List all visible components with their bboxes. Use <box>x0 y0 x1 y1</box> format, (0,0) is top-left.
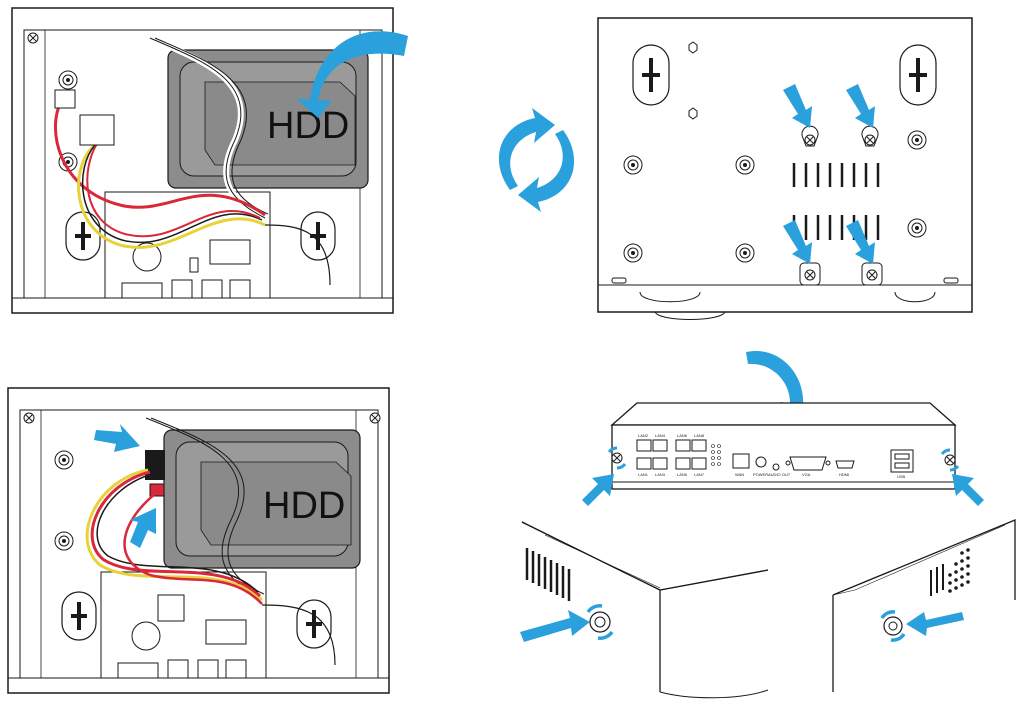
port-label-lan3: LAN3 <box>655 472 666 477</box>
port-label-lan7: LAN7 <box>694 472 705 477</box>
screw-icon <box>804 269 816 281</box>
standoff-icon <box>58 70 78 90</box>
vga-port <box>789 456 827 471</box>
standoff-icon <box>54 450 74 470</box>
standoff-icon <box>623 243 643 263</box>
panel-step2-connect-cables: HDD <box>7 387 390 694</box>
port-label-lan2: LAN2 <box>638 433 649 438</box>
rotate-icon <box>586 604 614 640</box>
port-label-lan8: LAN8 <box>694 433 705 438</box>
insert-arrow-icon <box>582 474 614 506</box>
hdd-label: HDD <box>263 485 345 527</box>
screw-icon <box>804 134 816 146</box>
insert-arrow-icon <box>520 610 590 642</box>
rotate-icon <box>607 446 627 470</box>
audio-out-port <box>772 463 780 471</box>
panel-step1-place-hdd: HDD <box>11 7 408 314</box>
standoff-icon <box>907 218 927 238</box>
power-connector <box>149 483 165 497</box>
usb-port <box>890 449 914 473</box>
insert-arrow-icon <box>783 84 812 128</box>
port-label-hdmi: HDMI <box>839 472 849 477</box>
power-cable <box>77 143 266 249</box>
sata-connector <box>54 89 76 109</box>
rotate-icon <box>518 130 575 212</box>
screw-icon <box>369 412 381 424</box>
power-connector <box>79 114 115 146</box>
insert-arrow-icon <box>906 612 964 636</box>
rotate-icon <box>880 610 906 642</box>
standoff-icon <box>907 130 927 150</box>
rotate-icon <box>296 31 408 119</box>
sata-data-cable <box>54 99 266 217</box>
standoff-icon <box>54 531 74 551</box>
lan-ports: LAN2 LAN4 LAN6 LAN8 LAN1 LAN3 LAN5 LAN7 <box>636 433 707 477</box>
side-view-left <box>520 521 769 699</box>
hdmi-port <box>835 460 855 469</box>
rotate-icon <box>940 448 960 472</box>
port-label-usb: USB <box>897 474 906 479</box>
insert-arrow-icon <box>130 508 156 548</box>
panel-step4-rear-side-screws: LAN2 LAN4 LAN6 LAN8 LAN1 LAN3 LAN5 LAN7 … <box>520 350 1016 699</box>
hdd-label: HDD <box>267 105 349 147</box>
screw-icon <box>944 454 956 466</box>
power-cable <box>85 468 264 602</box>
sata-data-cable <box>90 470 262 598</box>
rotate-icon <box>746 350 812 418</box>
port-label-lan6: LAN6 <box>677 433 688 438</box>
insert-arrow-icon <box>846 84 875 128</box>
screw-icon <box>23 412 35 424</box>
port-label-lan4: LAN4 <box>655 433 666 438</box>
screw-icon <box>611 452 623 464</box>
insert-arrow-icon <box>783 220 812 264</box>
wan-port <box>732 453 750 469</box>
insert-arrow-icon <box>94 424 140 452</box>
standoff-icon <box>735 155 755 175</box>
insert-arrow-icon <box>846 220 875 264</box>
port-label-vga: VGA <box>802 472 811 477</box>
power-port <box>755 456 767 468</box>
rotate-icon <box>498 108 555 190</box>
standoff-icon <box>735 243 755 263</box>
side-view-right <box>832 519 1016 692</box>
port-label-wan: WAN <box>735 472 744 477</box>
port-label-lan1: LAN1 <box>638 472 649 477</box>
port-label-lan5: LAN5 <box>677 472 688 477</box>
port-label-power: POWER <box>753 472 768 477</box>
insert-arrow-icon <box>952 474 984 506</box>
standoff-icon <box>623 155 643 175</box>
screw-icon <box>864 134 876 146</box>
panel-step3-bottom-screws <box>498 17 973 320</box>
port-label-audio-out: AUDIO OUT <box>768 472 791 477</box>
screw-icon <box>866 269 878 281</box>
screw-icon <box>27 32 39 44</box>
